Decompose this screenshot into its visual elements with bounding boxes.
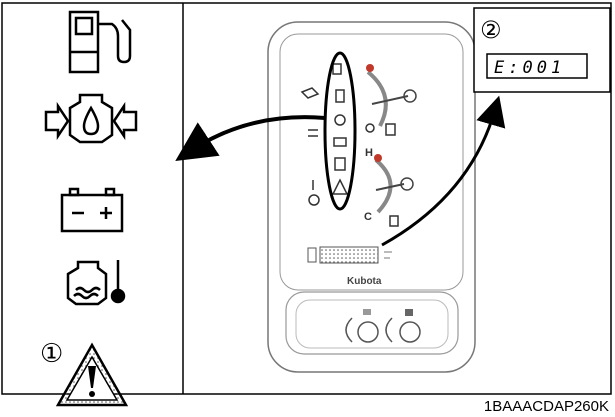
outer-border <box>1 2 612 395</box>
arrow-to-display <box>381 95 506 247</box>
hot-mark: H <box>365 147 373 159</box>
display-readout: E:001 <box>494 58 565 78</box>
fuel-gauge <box>366 64 417 127</box>
panel-mini-icons <box>300 63 399 227</box>
figure-code: 1BAAACDAP260K <box>483 398 609 415</box>
display-screen <box>486 53 588 79</box>
fuel-pump-icon <box>68 10 132 74</box>
engine-oil-pressure-icon <box>44 93 138 144</box>
warning-triangle-icon <box>55 342 129 407</box>
warning-lamp-group-highlight <box>323 51 357 211</box>
instrument-panel <box>267 21 476 373</box>
temperature-gauge <box>374 154 414 214</box>
callout-number-1: ① <box>40 339 63 369</box>
coolant-temperature-icon <box>66 260 126 306</box>
lower-buttons <box>345 309 421 343</box>
brand-label: Kubota <box>347 276 382 287</box>
arrow-to-lamp-list <box>175 115 326 161</box>
lcd-bar <box>307 246 392 264</box>
battery-charge-icon <box>60 187 124 233</box>
callout-number-2: ② <box>480 16 502 44</box>
cold-mark: C <box>364 211 372 223</box>
